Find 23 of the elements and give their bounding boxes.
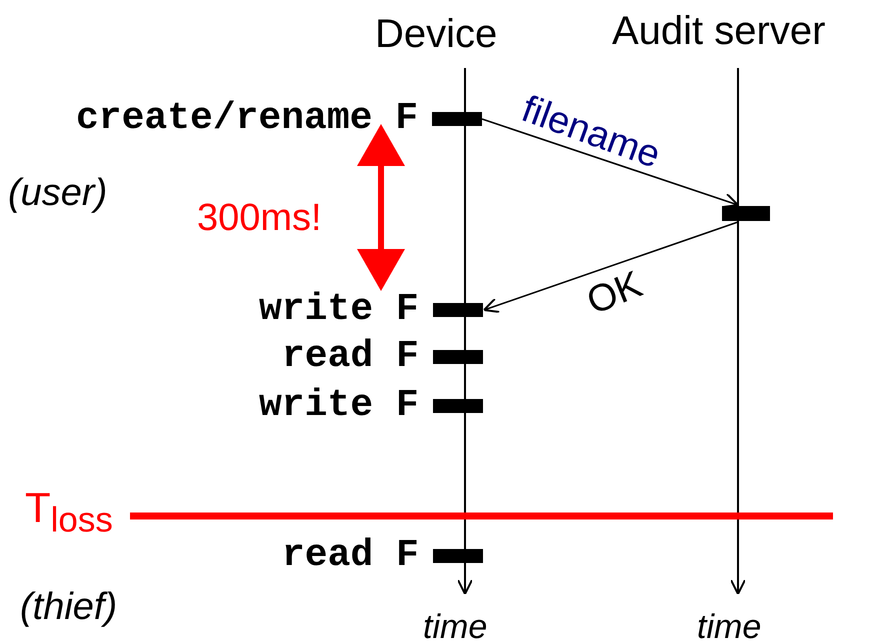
event-label: write F xyxy=(259,291,419,329)
loss-time-label: T$_{loss}$ xyxy=(25,487,113,538)
event-label: read F xyxy=(282,338,419,376)
event-bar xyxy=(433,549,483,563)
event-bar xyxy=(433,399,483,413)
actor-note: (thief) xyxy=(20,588,118,626)
time-axis-label: time xyxy=(697,610,762,644)
lifeline-title: Audit server xyxy=(612,11,826,51)
message-arrow xyxy=(483,221,738,314)
event-label: create/rename F xyxy=(76,100,418,138)
double-arrow xyxy=(357,124,405,291)
lifeline-title: Device xyxy=(375,14,498,54)
event-bar xyxy=(433,350,483,364)
edge-label: 300ms! xyxy=(197,199,322,237)
time-axis-label: time xyxy=(423,610,488,644)
event-bar xyxy=(433,303,483,317)
event-bar xyxy=(722,206,770,221)
actor-note: (user) xyxy=(8,174,108,212)
message-arrow xyxy=(482,118,739,208)
event-label: read F xyxy=(282,537,419,575)
edge-label: OK xyxy=(582,265,648,322)
event-bar xyxy=(432,112,482,126)
event-label: write F xyxy=(259,387,419,425)
